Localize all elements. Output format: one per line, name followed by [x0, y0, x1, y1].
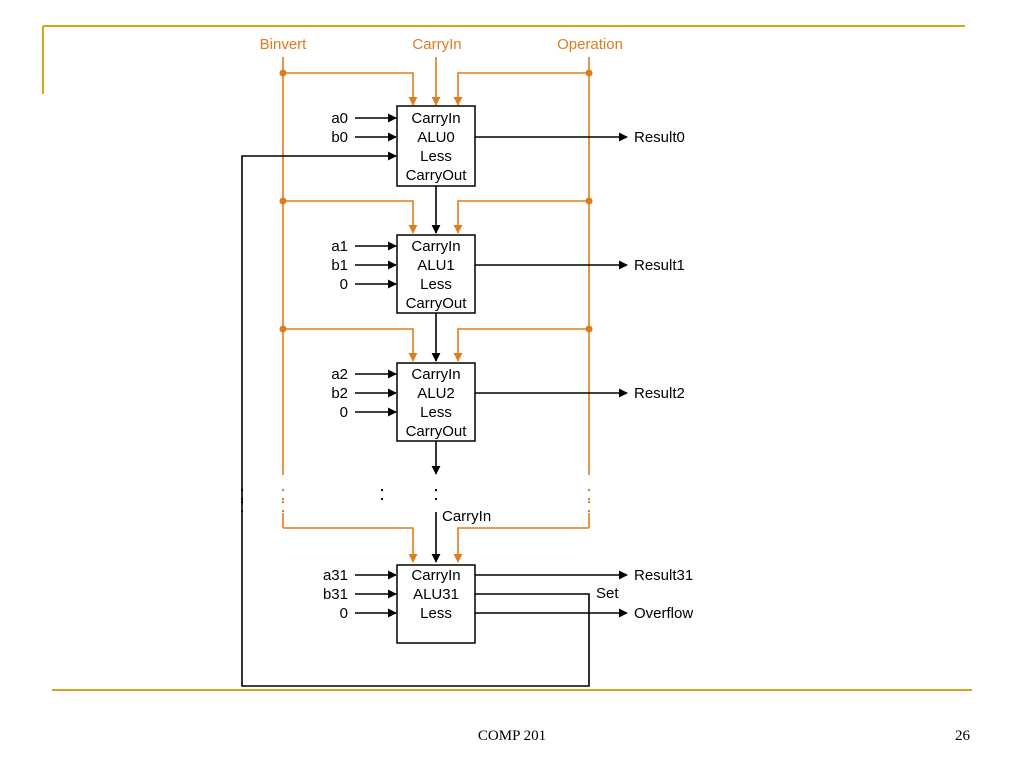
alu-port-label: Less — [420, 276, 452, 293]
carry-in-top-label: CarryIn — [412, 36, 461, 53]
alu-name-label: ALU0 — [417, 129, 455, 146]
set-label: Set — [596, 585, 619, 602]
ellipsis-carry: : — [433, 483, 439, 505]
input-a-label: a0 — [331, 110, 348, 127]
slide-frame — [42, 25, 972, 691]
less-feedback-upper — [241, 151, 397, 475]
footer-course: COMP 201 — [477, 728, 547, 744]
operation-tap-alu0 — [453, 72, 589, 106]
alu-name-label: ALU31 — [413, 586, 459, 603]
junction-dot — [585, 325, 593, 333]
carry-in-mid-label: CarryIn — [442, 508, 491, 525]
control-junctions — [279, 69, 593, 333]
result-label: Result31 — [634, 567, 693, 584]
junction-dot — [585, 69, 593, 77]
alu-port-label: CarryIn — [411, 238, 460, 255]
alu-port-label: CarryOut — [406, 167, 468, 184]
input-a-label: a31 — [323, 567, 348, 584]
ellipsis-left-2: : — [239, 495, 245, 517]
junction-dot — [279, 325, 287, 333]
alu-port-label: CarryOut — [406, 423, 468, 440]
junction-dot — [279, 69, 287, 77]
binvert-tap-alu1 — [283, 200, 418, 234]
ellipsis-operation: : — [586, 483, 592, 505]
alu-box — [396, 564, 476, 644]
alu-name-label: ALU1 — [417, 257, 455, 274]
less-input-label: 0 — [340, 404, 348, 421]
set-feedback-wire — [241, 475, 590, 687]
alu-box — [396, 234, 476, 314]
control-wiring — [282, 57, 590, 563]
alu-port-label: CarryIn — [411, 110, 460, 127]
overflow-label: Overflow — [634, 605, 693, 622]
junction-dot — [585, 197, 593, 205]
ellipsis-left: : — [239, 483, 245, 505]
data-wiring — [241, 113, 628, 687]
alu-block-alu1: CarryIn ALU1 Less CarryOut a1 b1 0 Resul… — [331, 234, 685, 314]
result-label: Result0 — [634, 129, 685, 146]
alu-name-label: ALU2 — [417, 385, 455, 402]
result-label: Result2 — [634, 385, 685, 402]
alu-block-alu31: CarryIn ALU31 Less a31 b31 0 Result31 Se… — [323, 564, 693, 644]
input-a-label: a1 — [331, 238, 348, 255]
operation-tap-alu2 — [453, 328, 589, 362]
less-input-label: 0 — [340, 605, 348, 622]
ellipsis-inputs: : — [379, 483, 385, 505]
binvert-tap-alu2 — [283, 328, 418, 362]
input-b-label: b2 — [331, 385, 348, 402]
ellipsis-binvert-2: : — [280, 495, 286, 517]
input-a-label: a2 — [331, 366, 348, 383]
footer-page-number: 26 — [955, 728, 970, 744]
operation-tap-alu31 — [453, 527, 589, 563]
ellipsis-binvert: : — [280, 483, 286, 505]
alu-port-label: CarryIn — [411, 567, 460, 584]
alu-port-label: CarryOut — [406, 295, 468, 312]
alu-port-label: Less — [420, 605, 452, 622]
result-label: Result1 — [634, 257, 685, 274]
alu-box — [396, 362, 476, 442]
input-b-label: b31 — [323, 586, 348, 603]
binvert-tap-alu31 — [283, 527, 418, 563]
input-b-label: b0 — [331, 129, 348, 146]
input-b-label: b1 — [331, 257, 348, 274]
operation-tap-alu1 — [453, 200, 589, 234]
alu-block-alu2: CarryIn ALU2 Less CarryOut a2 b2 0 Resul… — [331, 362, 685, 442]
alu-block-alu0: CarryIn ALU0 Less CarryOut a0 b0 Result0 — [331, 105, 685, 187]
alu-port-label: Less — [420, 404, 452, 421]
alu-port-label: CarryIn — [411, 366, 460, 383]
junction-dot — [279, 197, 287, 205]
ellipsis-operation-2: : — [586, 495, 592, 517]
binvert-label: Binvert — [260, 36, 308, 53]
alu-port-label: Less — [420, 148, 452, 165]
binvert-tap-alu0 — [283, 72, 418, 106]
operation-label: Operation — [557, 36, 623, 53]
less-input-label: 0 — [340, 276, 348, 293]
